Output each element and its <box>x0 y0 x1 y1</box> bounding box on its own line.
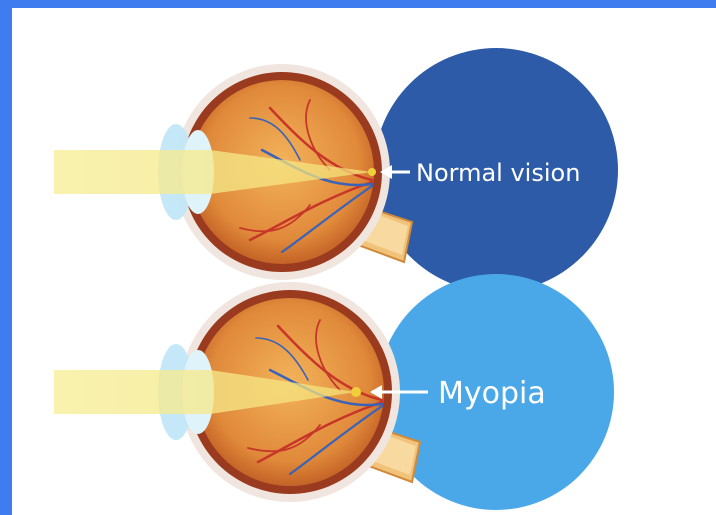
myopia-focal-point <box>351 387 361 397</box>
normal-focal-point <box>368 168 376 176</box>
normal-vision-group: Normal vision <box>54 48 618 292</box>
myopia-label: Myopia <box>438 376 546 411</box>
myopia-group: Myopia <box>54 274 614 510</box>
normal-vision-label: Normal vision <box>416 159 580 187</box>
